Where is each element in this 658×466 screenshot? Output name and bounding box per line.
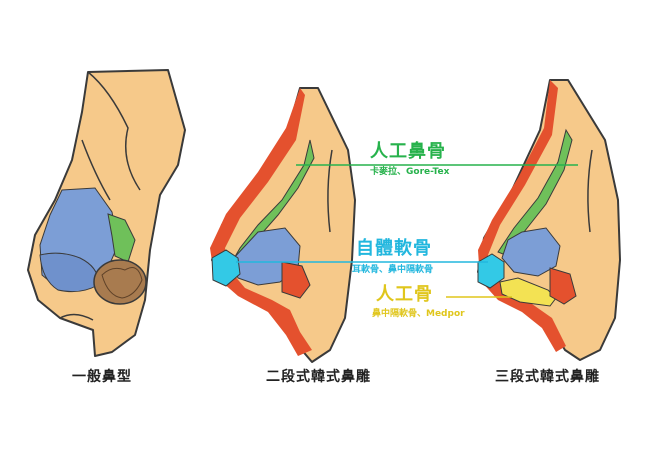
three-stage-blue-cartilage (501, 227, 561, 277)
two-stage-figure (210, 87, 356, 363)
caption-two-stage: 二段式韓式鼻雕 (266, 369, 371, 385)
normal-nose-eye-line (87, 71, 141, 191)
two-stage-dorsum-line (327, 149, 333, 233)
three-stage-yellow-implant (499, 277, 557, 307)
normal-nose-dorsum-line (81, 139, 111, 201)
three-stage-red-nostril (549, 267, 577, 305)
caption-normal-nose: 一般鼻型 (72, 369, 132, 385)
three-stage-figure (477, 79, 621, 361)
label-autologous-cartilage-subtitle: 耳軟骨、鼻中隔軟骨 (352, 265, 434, 275)
two-stage-red-nostril (281, 261, 311, 299)
two-stage-red-profile (210, 88, 312, 356)
caption-three-stage: 三段式韓式鼻雕 (495, 369, 600, 385)
label-artificial-bone-subtitle: 卡麥拉、Gore-Tex (370, 167, 450, 177)
label-artificial-tip-subtitle: 鼻中隔軟骨、Medpor (372, 309, 465, 319)
label-autologous-cartilage-title: 自體軟骨 (356, 238, 432, 259)
normal-nose-lip-line (59, 313, 94, 321)
label-artificial-tip-title: 人工骨 (376, 284, 433, 305)
two-stage-cyan-tip (211, 249, 241, 287)
normal-nose-figure (27, 69, 186, 357)
three-stage-dorsum-line (587, 149, 593, 233)
label-artificial-bone-title: 人工鼻骨 (370, 141, 446, 162)
normal-nose-nostril-texture (101, 267, 143, 299)
